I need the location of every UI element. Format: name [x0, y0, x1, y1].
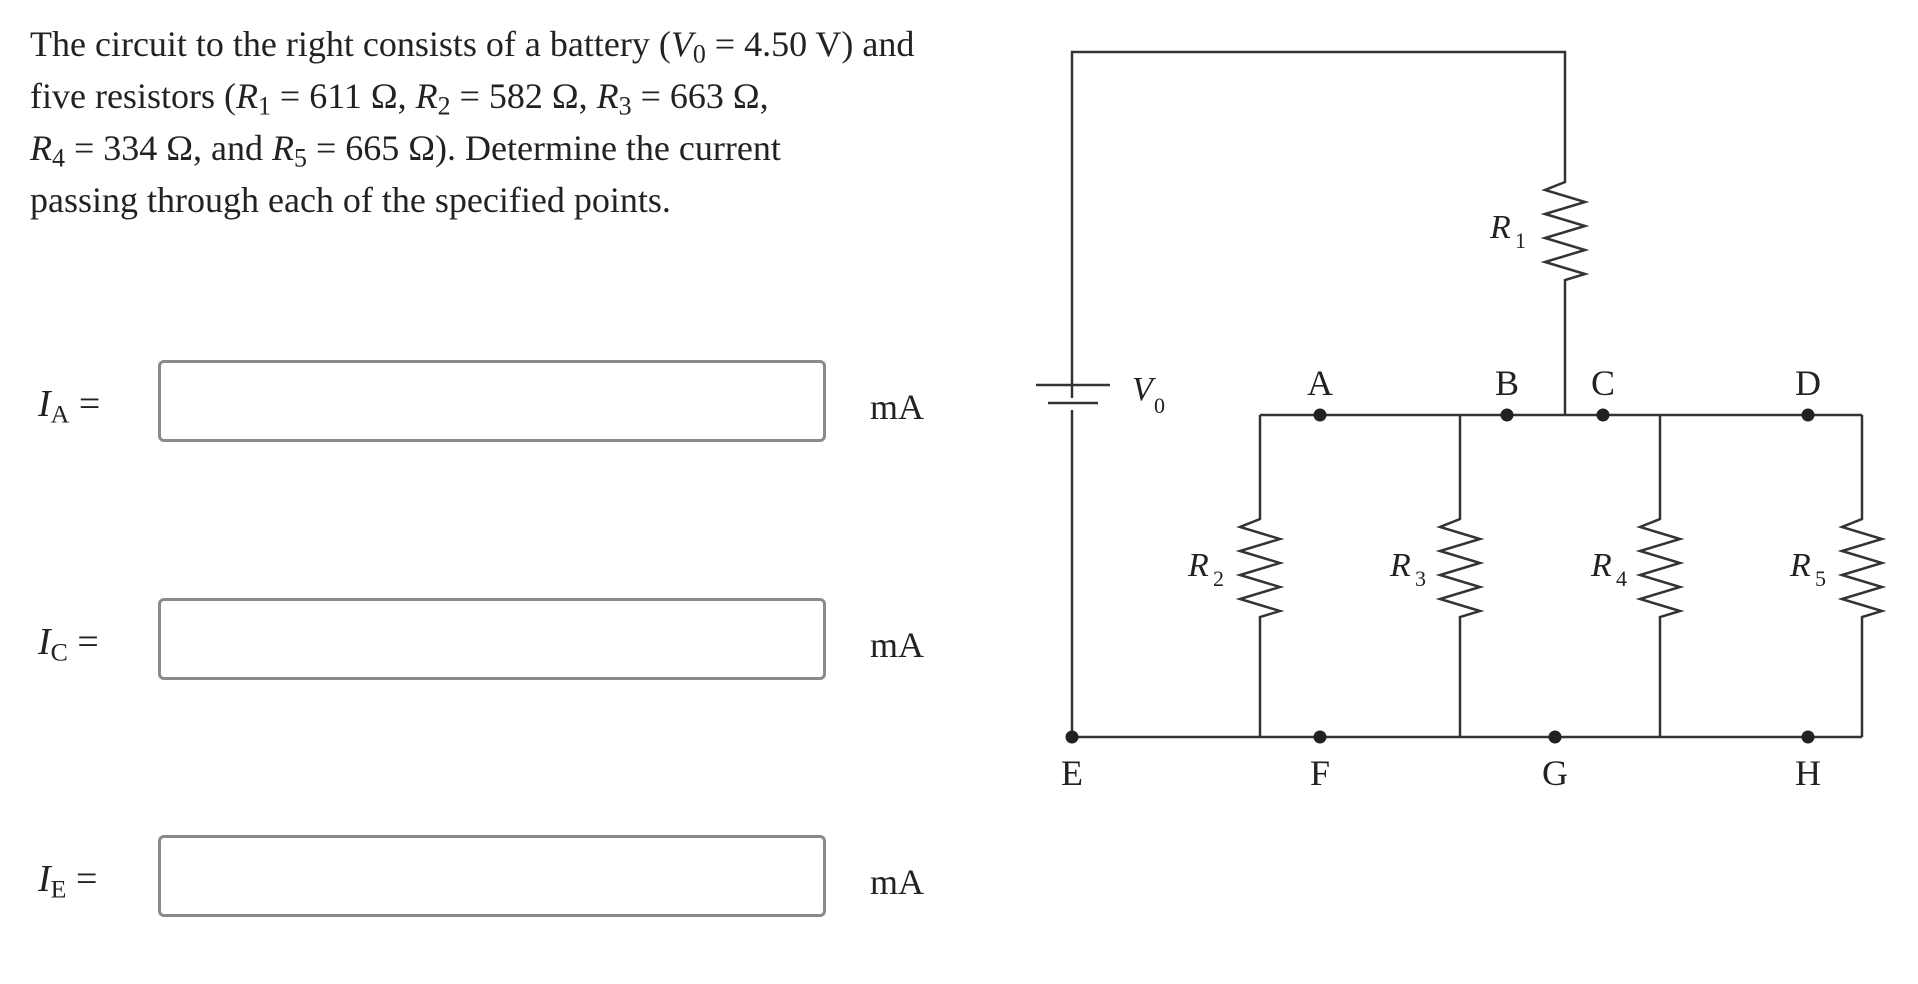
- answer-label-e: IE =: [38, 858, 98, 904]
- answer-label-c: IC =: [38, 621, 99, 667]
- problem-line-3: R4 = 334 Ω, and R5 = 665 Ω). Determine t…: [30, 128, 781, 173]
- resistor-r5: [1837, 515, 1887, 619]
- node-c-label: C: [1591, 363, 1615, 403]
- node-e-dot: [1065, 730, 1079, 744]
- node-e-label: E: [1061, 753, 1083, 793]
- current-a-input[interactable]: [158, 360, 826, 442]
- battery-label-subscript: 0: [1154, 393, 1165, 418]
- current-c-input[interactable]: [158, 598, 826, 680]
- problem-line-1: The circuit to the right consists of a b…: [30, 24, 915, 69]
- resistor-r3-subscript: 3: [1415, 566, 1426, 591]
- resistor-r5-label: R: [1789, 547, 1811, 584]
- resistor-r3: [1435, 515, 1485, 619]
- resistor-r1-subscript: 1: [1515, 228, 1526, 253]
- problem-line-4: passing through each of the specified po…: [30, 180, 671, 220]
- answer-label-a: IA =: [38, 383, 101, 429]
- node-d-dot: [1801, 408, 1815, 422]
- unit-label-c: mA: [870, 625, 924, 665]
- resistor-r3-label: R: [1389, 547, 1411, 584]
- resistor-r2-label: R: [1187, 547, 1209, 584]
- node-h-dot: [1801, 730, 1815, 744]
- circuit-diagram: V 0 R 1 R 2 R 3 R 4 R 5 A B C D E F G H: [1036, 50, 1887, 793]
- resistor-r1-label: R: [1489, 209, 1511, 246]
- resistor-r4-label: R: [1590, 547, 1612, 584]
- node-b-label: B: [1495, 363, 1519, 403]
- node-d-label: D: [1795, 363, 1821, 403]
- node-a-label: A: [1307, 363, 1333, 403]
- node-b-dot: [1500, 408, 1514, 422]
- unit-label-e: mA: [870, 862, 924, 902]
- resistor-r5-subscript: 5: [1815, 566, 1826, 591]
- answer-row-a: IA = mA: [0, 360, 980, 450]
- node-c-dot: [1596, 408, 1610, 422]
- node-f-dot: [1313, 730, 1327, 744]
- answer-row-c: IC = mA: [0, 598, 980, 688]
- node-g-dot: [1548, 730, 1562, 744]
- node-a-dot: [1313, 408, 1327, 422]
- node-g-label: G: [1542, 753, 1568, 793]
- current-e-input[interactable]: [158, 835, 826, 917]
- resistor-r4: [1635, 515, 1685, 619]
- resistor-r2: [1235, 515, 1285, 619]
- problem-statement: The circuit to the right consists of a b…: [30, 18, 980, 226]
- node-f-label: F: [1310, 753, 1330, 793]
- problem-line-2: five resistors (R1 = 611 Ω, R2 = 582 Ω, …: [30, 76, 769, 121]
- resistor-r1: [1540, 178, 1590, 282]
- node-h-label: H: [1795, 753, 1821, 793]
- answer-row-e: IE = mA: [0, 835, 980, 925]
- resistor-r4-subscript: 4: [1616, 566, 1627, 591]
- unit-label-a: mA: [870, 387, 924, 427]
- resistor-r2-subscript: 2: [1213, 566, 1224, 591]
- wire-left-top: [1070, 50, 1567, 398]
